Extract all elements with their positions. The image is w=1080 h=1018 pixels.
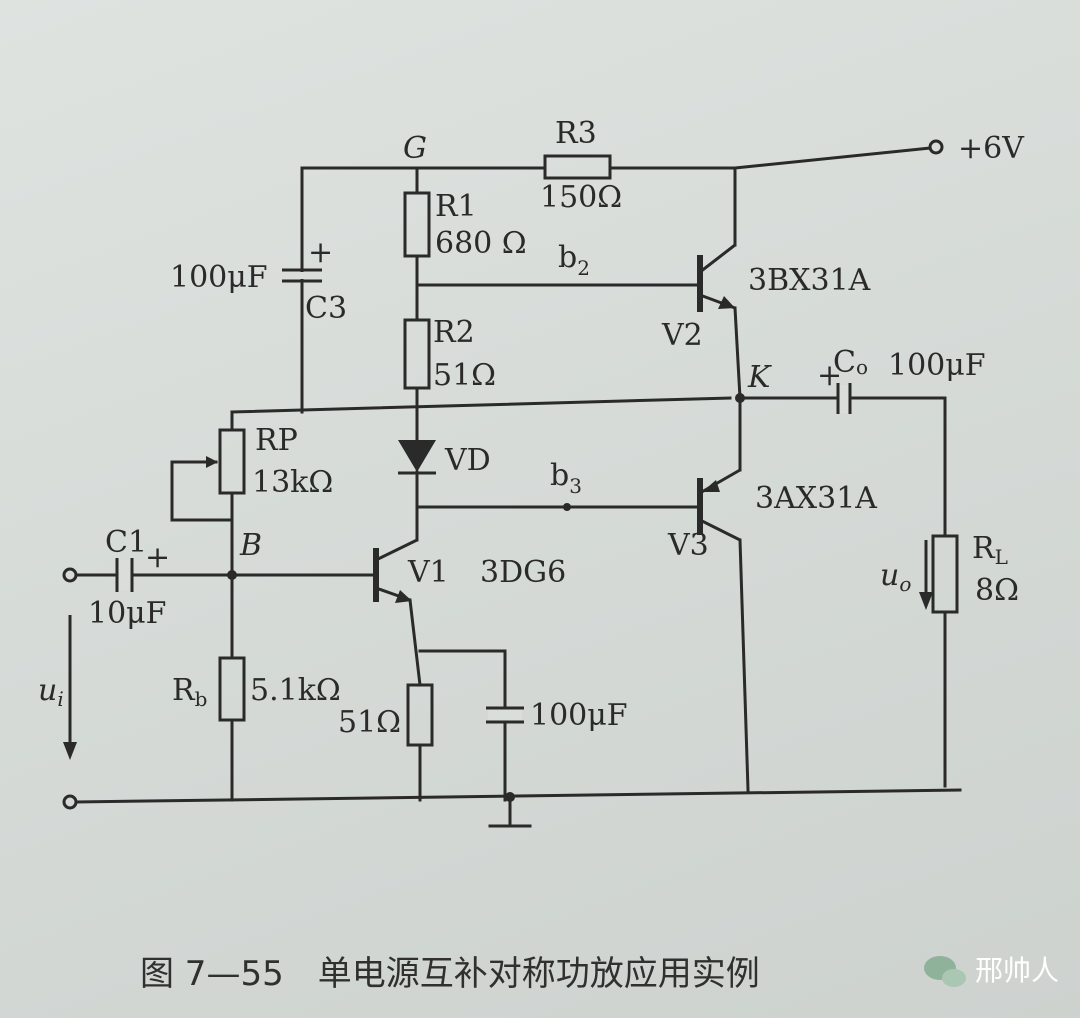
resistor-r3 bbox=[543, 154, 612, 180]
node-b3-dot bbox=[563, 503, 571, 511]
v2-name: V2 bbox=[661, 318, 703, 353]
rp-value: 13kΩ bbox=[252, 465, 333, 500]
rb-name: Rb bbox=[172, 673, 207, 711]
ground-node-dot bbox=[505, 792, 515, 802]
node-b-label: B bbox=[239, 528, 262, 563]
v1-name: V1 bbox=[407, 555, 449, 590]
rl-value: 8Ω bbox=[975, 573, 1019, 608]
co-name: Co bbox=[833, 345, 868, 380]
diode-vd bbox=[398, 440, 436, 475]
transistor-v3 bbox=[697, 468, 741, 542]
node-g-label: G bbox=[403, 131, 427, 166]
capacitor-c1 bbox=[115, 558, 134, 592]
uo-arrow bbox=[919, 540, 933, 610]
r2-name: R2 bbox=[433, 315, 475, 350]
potentiometer-rp bbox=[218, 428, 246, 495]
c3-polarity: + bbox=[308, 235, 333, 270]
r1-name: R1 bbox=[435, 189, 477, 224]
resistor-rl bbox=[931, 534, 959, 614]
resistor-r2 bbox=[403, 318, 431, 390]
ui-arrow bbox=[63, 615, 77, 760]
rb-value: 5.1kΩ bbox=[250, 673, 341, 708]
c3-name: C3 bbox=[305, 291, 347, 326]
watermark-text: 邢帅人 bbox=[975, 954, 1059, 987]
rp-name: RP bbox=[255, 423, 298, 458]
r3-value: 150Ω bbox=[540, 180, 622, 215]
c1-value: 10μF bbox=[88, 596, 167, 631]
capacitor-c3 bbox=[282, 268, 322, 283]
ce-value: 100μF bbox=[530, 698, 628, 733]
node-b-dot bbox=[227, 570, 237, 580]
resistor-r1 bbox=[403, 191, 431, 258]
capacitor-co bbox=[836, 383, 864, 414]
wires bbox=[74, 146, 962, 828]
node-k-dot bbox=[735, 393, 745, 403]
supply-label: +6V bbox=[958, 131, 1025, 166]
r3-name: R3 bbox=[555, 116, 597, 151]
r2-value: 51Ω bbox=[433, 358, 496, 393]
v3-name: V3 bbox=[667, 528, 709, 563]
node-b3-label: b3 bbox=[550, 458, 582, 498]
input-terminal bbox=[62, 567, 78, 583]
transistor-v1 bbox=[373, 538, 418, 603]
co-polarity: + bbox=[817, 358, 842, 393]
uo-label: uo bbox=[880, 558, 911, 596]
figure-caption: 图 7—55 单电源互补对称功放应用实例 bbox=[140, 954, 760, 994]
watermark: 邢帅人 bbox=[924, 954, 1059, 987]
v2-model: 3BX31A bbox=[748, 263, 871, 298]
r1-value: 680 Ω bbox=[435, 226, 527, 261]
node-b2-label: b2 bbox=[558, 240, 590, 280]
resistor-rb bbox=[218, 656, 246, 722]
capacitor-ce bbox=[486, 706, 524, 724]
c1-name: C1 bbox=[105, 525, 147, 560]
c1-polarity: + bbox=[145, 540, 170, 575]
terminals bbox=[62, 139, 944, 810]
node-k-label: K bbox=[747, 360, 772, 395]
ground-terminal bbox=[62, 794, 78, 810]
rl-name: RL bbox=[972, 531, 1008, 569]
v3-model: 3AX31A bbox=[755, 481, 877, 516]
c3-value: 100μF bbox=[170, 260, 268, 295]
vd-name: VD bbox=[444, 443, 491, 478]
v1-model: 3DG6 bbox=[480, 555, 566, 590]
transistor-v2 bbox=[697, 243, 736, 312]
resistor-re bbox=[406, 683, 434, 747]
supply-terminal bbox=[928, 139, 944, 155]
ui-label: ui bbox=[38, 673, 64, 711]
co-value: 100μF bbox=[888, 348, 986, 383]
re-value: 51Ω bbox=[338, 705, 401, 740]
rp-wiper-arrow bbox=[206, 456, 218, 468]
